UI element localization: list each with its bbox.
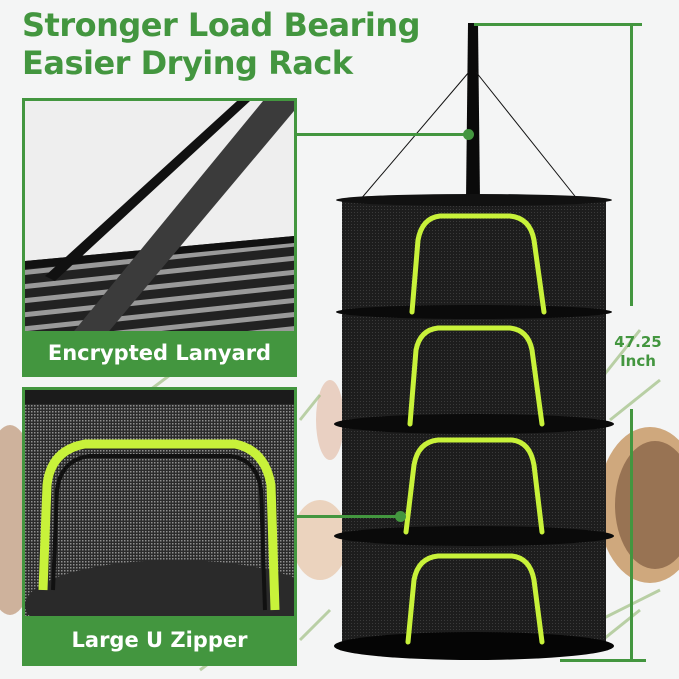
measure-number: 47.25 <box>614 333 662 351</box>
title-line-2: Easier Drying Rack <box>22 44 353 82</box>
measure-value: 47.25 Inch <box>608 333 668 371</box>
feature-panel-lanyard: Encrypted Lanyard <box>22 98 297 377</box>
measure-unit: Inch <box>620 352 656 370</box>
callout-dot-zipper <box>395 511 406 522</box>
feature-caption-zipper: Large U Zipper <box>25 616 294 663</box>
feature-caption-lanyard: Encrypted Lanyard <box>25 331 294 374</box>
drying-rack-product-image <box>334 23 614 660</box>
zipper-closeup-image <box>25 390 294 618</box>
callout-dot-lanyard <box>463 129 474 140</box>
measure-top-line <box>474 23 642 26</box>
measure-vertical-upper <box>630 23 633 306</box>
lanyard-closeup-image <box>25 101 294 336</box>
callout-line-zipper <box>297 515 399 518</box>
callout-line-lanyard <box>297 133 467 136</box>
title-line-1: Stronger Load Bearing <box>22 6 421 44</box>
measure-bottom-line <box>560 659 646 662</box>
measure-vertical-lower <box>630 409 633 660</box>
feature-panel-zipper: Large U Zipper <box>22 387 297 666</box>
